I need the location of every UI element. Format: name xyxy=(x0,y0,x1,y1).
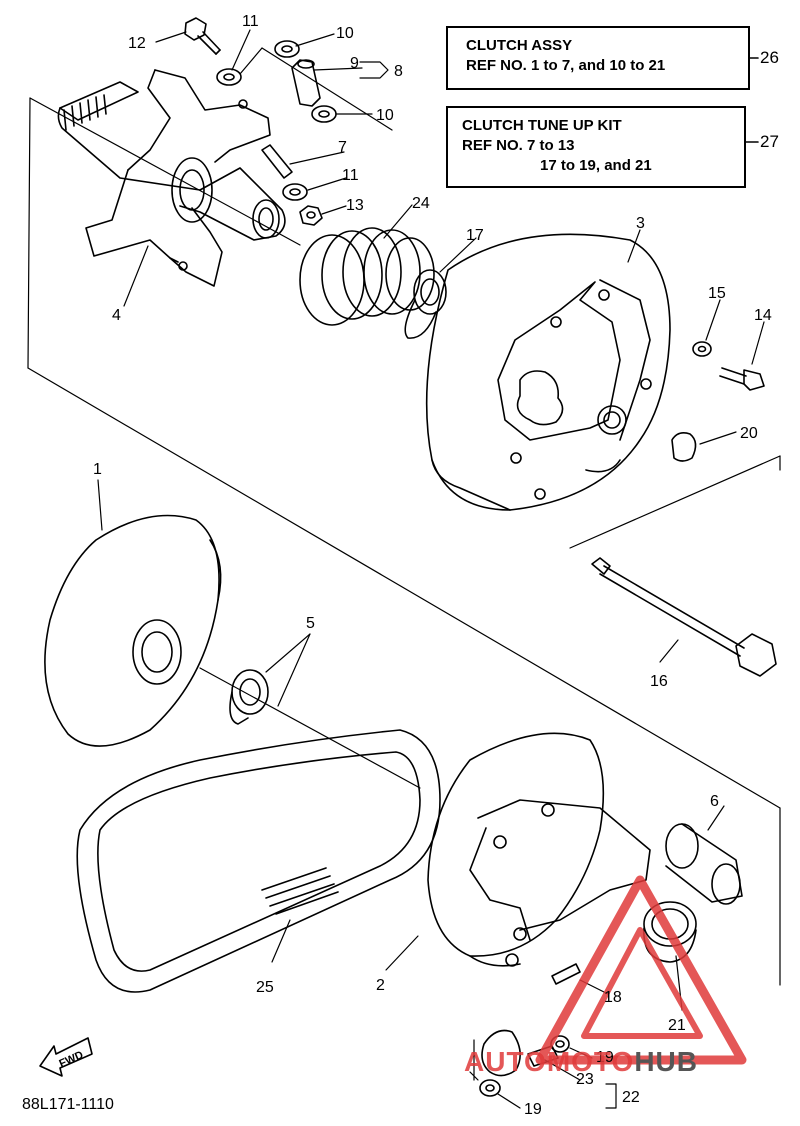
clutch-kit-box: CLUTCH TUNE UP KIT REF NO. 7 to 13 17 to… xyxy=(446,106,746,188)
part-label-7: 7 xyxy=(338,139,347,156)
part-label-9: 9 xyxy=(350,55,359,72)
part-label-11a: 11 xyxy=(242,13,259,30)
assembly-axis-lines xyxy=(27,47,781,986)
part-label-4: 4 xyxy=(112,307,121,324)
part-label-2: 2 xyxy=(376,977,385,994)
part-label-19a: 19 xyxy=(596,1049,614,1066)
part-label-15: 15 xyxy=(708,285,726,302)
clutch-assy-number: 26 xyxy=(760,48,779,67)
watermark-part1: AUTOMOTO xyxy=(464,1046,635,1077)
fwd-label: FWD xyxy=(57,1049,85,1070)
part-label-1: 1 xyxy=(93,461,102,478)
clutch-kit-ref-2: 17 to 19, and 21 xyxy=(540,157,652,174)
clutch-assy-title: CLUTCH ASSY xyxy=(466,37,573,54)
watermark-triangle xyxy=(535,875,747,1065)
part-label-21: 21 xyxy=(668,1017,686,1034)
part-label-10b: 10 xyxy=(376,107,394,124)
part-label-5: 5 xyxy=(306,615,315,632)
part-label-20: 20 xyxy=(740,425,758,442)
movable-sheave xyxy=(427,732,651,967)
watermark-part2: HUB xyxy=(634,1046,698,1077)
leader-lines xyxy=(97,29,765,1109)
bushing-17 xyxy=(404,269,447,339)
bushing-5 xyxy=(229,669,269,725)
long-bolt xyxy=(591,557,777,677)
clutch-assy-ref: REF NO. 1 to 7, and 10 to 21 xyxy=(466,57,666,74)
part-label-8: 8 xyxy=(394,63,403,80)
small-fasteners xyxy=(184,17,337,226)
part-label-14: 14 xyxy=(754,307,772,324)
part-label-10a: 10 xyxy=(336,25,354,42)
clutch-kit-ref-1: REF NO. 7 to 13 xyxy=(462,137,575,154)
clutch-kit-title: CLUTCH TUNE UP KIT xyxy=(462,117,622,134)
part-label-19b: 19 xyxy=(524,1101,542,1118)
clutch-assy-box: CLUTCH ASSY REF NO. 1 to 7, and 10 to 21 xyxy=(446,26,750,90)
sleeve-6 xyxy=(665,823,743,905)
drive-belt xyxy=(76,729,441,993)
sheave-disc xyxy=(44,514,222,747)
fixed-sheave-hub xyxy=(57,69,286,287)
clutch-cover xyxy=(425,233,671,511)
drawing-code: 88L171-1110 xyxy=(22,1096,114,1113)
part-number-labels: 1 2 3 4 5 6 7 8 9 10 10 11 11 12 13 14 1… xyxy=(57,13,771,1118)
part-label-22: 22 xyxy=(622,1089,640,1106)
watermark-text: AUTOMOTOHUB xyxy=(464,1046,698,1078)
part-label-13: 13 xyxy=(346,197,364,214)
part-label-18: 18 xyxy=(604,989,622,1006)
part-label-25: 25 xyxy=(256,979,274,996)
bolt-washer-14-15-20 xyxy=(671,341,765,462)
fwd-arrow-icon xyxy=(39,1037,93,1077)
part-label-24: 24 xyxy=(412,195,430,212)
clutch-kit-number: 27 xyxy=(760,132,779,151)
part-label-17: 17 xyxy=(466,227,484,244)
part-label-6: 6 xyxy=(710,793,719,810)
part-label-23: 23 xyxy=(576,1071,594,1088)
part-label-16: 16 xyxy=(650,673,668,690)
part-label-3: 3 xyxy=(636,215,645,232)
part-label-12: 12 xyxy=(128,35,146,52)
clutch-spring xyxy=(299,227,435,326)
part-label-11b: 11 xyxy=(342,167,359,184)
